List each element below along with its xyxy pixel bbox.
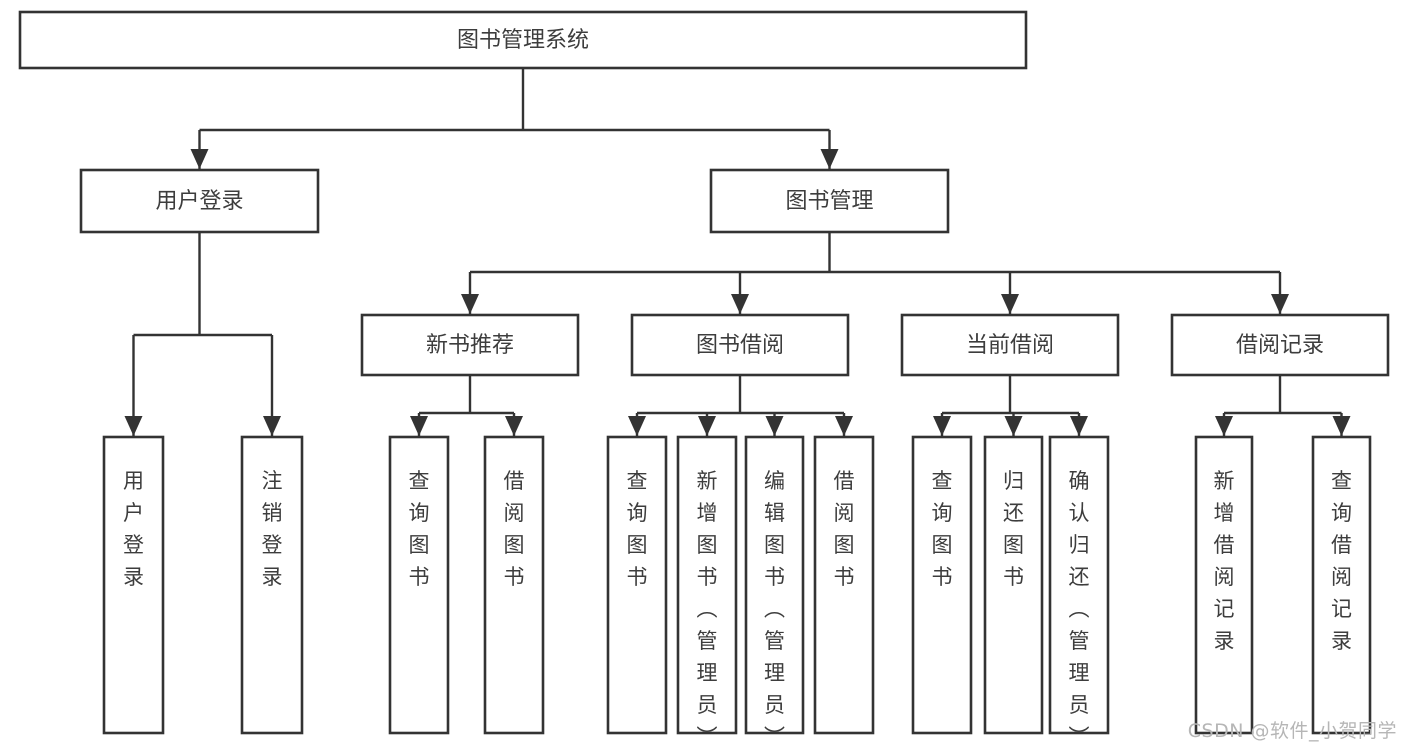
level2-node-图书管理[interactable]: 图书管理 <box>709 168 950 234</box>
node-label: 确认归还︵管理员︶ <box>1069 469 1090 747</box>
node-box <box>606 435 668 735</box>
node-label: 查询图书 <box>627 469 648 589</box>
connectors-layer <box>124 68 1351 436</box>
node-label: 借阅图书 <box>504 469 525 589</box>
node-box <box>900 313 1120 377</box>
leaf-node-查询借阅记录[interactable]: 查询借阅记录 <box>1311 435 1372 735</box>
node-label: 查询借阅记录 <box>1331 469 1352 653</box>
node-label: 查询图书 <box>932 469 953 589</box>
arrow-down-icon <box>461 294 479 314</box>
arrow-down-icon <box>1070 416 1088 436</box>
node-label: 编辑图书︵管理员︶ <box>764 469 785 747</box>
node-label: 用户登录 <box>123 469 144 589</box>
node-box <box>1194 435 1254 735</box>
leaf-node-注销登录[interactable]: 注销登录 <box>240 435 304 735</box>
root-node-图书管理系统[interactable]: 图书管理系统 <box>18 10 1028 70</box>
node-box <box>18 10 1028 70</box>
node-label: 借阅记录 <box>1236 333 1324 358</box>
node-box <box>813 435 875 735</box>
arrow-down-icon <box>698 416 716 436</box>
node-box <box>676 435 738 735</box>
arrow-down-icon <box>765 416 784 436</box>
node-box <box>630 313 850 377</box>
arrow-down-icon <box>835 416 853 436</box>
leaf-node-借阅图书[interactable]: 借阅图书 <box>483 435 545 735</box>
node-box <box>360 313 580 377</box>
node-box <box>1311 435 1372 735</box>
node-box <box>1048 435 1110 735</box>
node-label: 图书管理 <box>785 189 873 214</box>
arrow-down-icon <box>124 416 143 436</box>
level3-node-当前借阅[interactable]: 当前借阅 <box>900 313 1120 377</box>
node-label: 归还图书 <box>1003 469 1024 589</box>
leaf-node-查询图书[interactable]: 查询图书 <box>606 435 668 735</box>
leaf-node-新增图书管理员[interactable]: 新增图书︵管理员︶ <box>676 435 738 747</box>
node-label: 图书借阅 <box>696 333 784 358</box>
node-label: 图书管理系统 <box>457 28 589 53</box>
arrow-down-icon <box>190 149 209 169</box>
node-label: 新增图书︵管理员︶ <box>697 469 718 747</box>
arrow-down-icon <box>505 416 523 436</box>
node-label: 用户登录 <box>155 189 243 214</box>
node-box <box>240 435 304 735</box>
level2-node-用户登录[interactable]: 用户登录 <box>79 168 320 234</box>
node-box <box>483 435 545 735</box>
leaf-node-查询图书[interactable]: 查询图书 <box>911 435 973 735</box>
leaf-node-确认归还管理员[interactable]: 确认归还︵管理员︶ <box>1048 435 1110 747</box>
level3-node-借阅记录[interactable]: 借阅记录 <box>1170 313 1390 377</box>
node-label: 新增借阅记录 <box>1214 469 1235 653</box>
node-label: 查询图书 <box>409 469 430 589</box>
level3-node-图书借阅[interactable]: 图书借阅 <box>630 313 850 377</box>
node-label: 当前借阅 <box>966 333 1054 358</box>
node-box <box>388 435 450 735</box>
leaf-node-用户登录[interactable]: 用户登录 <box>102 435 165 735</box>
leaf-node-借阅图书[interactable]: 借阅图书 <box>813 435 875 735</box>
arrow-down-icon <box>1332 416 1351 436</box>
arrow-down-icon <box>410 416 428 436</box>
node-label: 注销登录 <box>262 469 283 589</box>
node-box <box>79 168 320 234</box>
node-box <box>983 435 1044 735</box>
leaf-node-新增借阅记录[interactable]: 新增借阅记录 <box>1194 435 1254 735</box>
leaf-node-归还图书[interactable]: 归还图书 <box>983 435 1044 735</box>
arrow-down-icon <box>628 416 646 436</box>
level3-node-新书推荐[interactable]: 新书推荐 <box>360 313 580 377</box>
node-box <box>911 435 973 735</box>
arrow-down-icon <box>263 416 281 436</box>
arrow-down-icon <box>731 294 749 314</box>
arrow-down-icon <box>1271 294 1289 314</box>
arrow-down-icon <box>933 416 951 436</box>
node-label: 借阅图书 <box>834 469 855 589</box>
leaf-node-编辑图书管理员[interactable]: 编辑图书︵管理员︶ <box>744 435 805 747</box>
arrow-down-icon <box>1001 294 1019 314</box>
arrow-down-icon <box>1004 416 1023 436</box>
arrow-down-icon <box>1215 416 1233 436</box>
leaf-node-查询图书[interactable]: 查询图书 <box>388 435 450 735</box>
node-box <box>709 168 950 234</box>
node-label: 新书推荐 <box>426 333 514 358</box>
node-box <box>102 435 165 735</box>
node-box <box>1170 313 1390 377</box>
node-box <box>744 435 805 735</box>
nodes-layer: 图书管理系统用户登录图书管理新书推荐图书借阅当前借阅借阅记录用户登录注销登录查询… <box>18 10 1390 747</box>
arrow-down-icon <box>820 149 839 169</box>
